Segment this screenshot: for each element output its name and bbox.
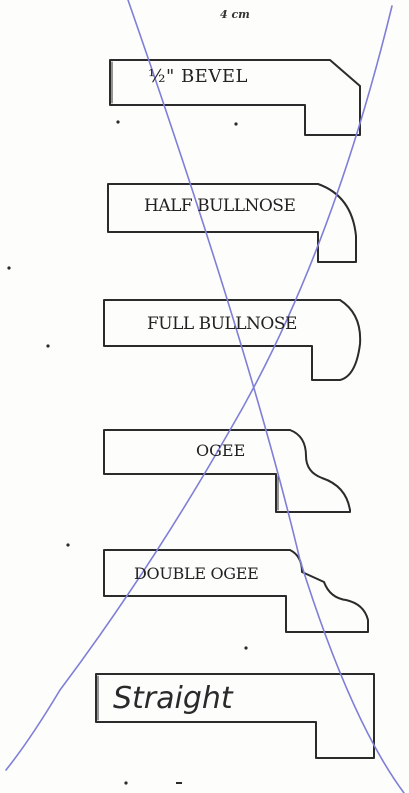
double-ogee-profile-outline bbox=[103, 549, 369, 633]
ogee-label: OGEE bbox=[196, 441, 246, 460]
cross-out-line-b bbox=[5, 5, 393, 771]
full-bullnose-profile-outline bbox=[103, 299, 362, 381]
straight-label: Straight bbox=[113, 681, 233, 716]
bevel-profile-outline bbox=[109, 59, 361, 136]
full-bullnose-label: FULL BULLNOSE bbox=[147, 314, 297, 334]
scale-note: 4 cm bbox=[220, 8, 250, 21]
half-bullnose-label: HALF BULLNOSE bbox=[144, 196, 296, 216]
straight-profile-outline bbox=[95, 673, 375, 759]
bevel-label: ½" BEVEL bbox=[148, 66, 248, 87]
double-ogee-label: DOUBLE OGEE bbox=[134, 564, 259, 583]
half-bullnose-profile-outline bbox=[107, 183, 357, 263]
cross-out-line-a bbox=[127, 0, 405, 793]
ogee-profile-outline bbox=[103, 429, 351, 513]
